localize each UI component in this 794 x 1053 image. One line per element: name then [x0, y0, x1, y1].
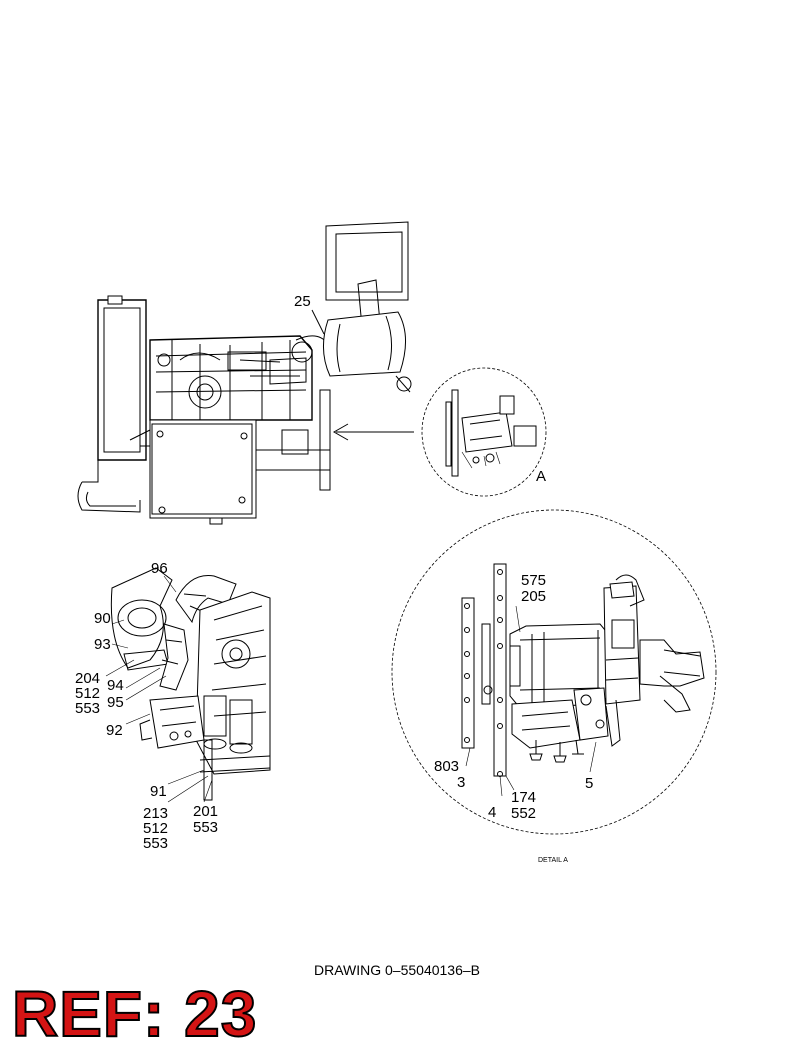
callout-96: 96 — [151, 560, 168, 577]
callout-553: 553 — [75, 700, 100, 717]
callout-512: 512 — [143, 820, 168, 837]
callout-95: 95 — [107, 694, 124, 711]
callout-213: 213 — [143, 805, 168, 822]
detail-a-letter: A — [536, 468, 546, 485]
callout-25: 25 — [294, 293, 311, 310]
callout-91: 91 — [150, 783, 167, 800]
detail-a-small: A — [421, 367, 547, 497]
left-view: 96 90 93 204 512 553 94 95 92 91 213 512… — [75, 560, 271, 852]
callout-552: 552 — [511, 805, 536, 822]
callout-205: 205 — [521, 588, 546, 605]
callout-4: 4 — [488, 804, 496, 821]
callout-93: 93 — [94, 636, 111, 653]
detail-a-caption: DETAIL A — [538, 857, 568, 864]
callout-553: 553 — [143, 835, 168, 852]
detail-a-large: 575 205 803 3 4 174 552 5 DETAIL A — [391, 509, 717, 864]
drawing-number: DRAWING 0–55040136–B — [313, 962, 481, 978]
callout-201: 201 — [193, 803, 218, 820]
callout-94: 94 — [107, 677, 124, 694]
callout-90: 90 — [94, 610, 111, 627]
ref-badge: REF: 23 — [11, 978, 258, 1050]
engine-overview: 25 — [77, 221, 414, 525]
callout-3: 3 — [457, 774, 465, 791]
callout-553: 553 — [193, 819, 218, 836]
callout-92: 92 — [106, 722, 123, 739]
callout-5: 5 — [585, 775, 593, 792]
callout-575: 575 — [521, 572, 546, 589]
callout-803: 803 — [434, 758, 459, 775]
callout-174: 174 — [511, 789, 536, 806]
callout-512: 512 — [75, 685, 100, 702]
callout-204: 204 — [75, 670, 100, 687]
